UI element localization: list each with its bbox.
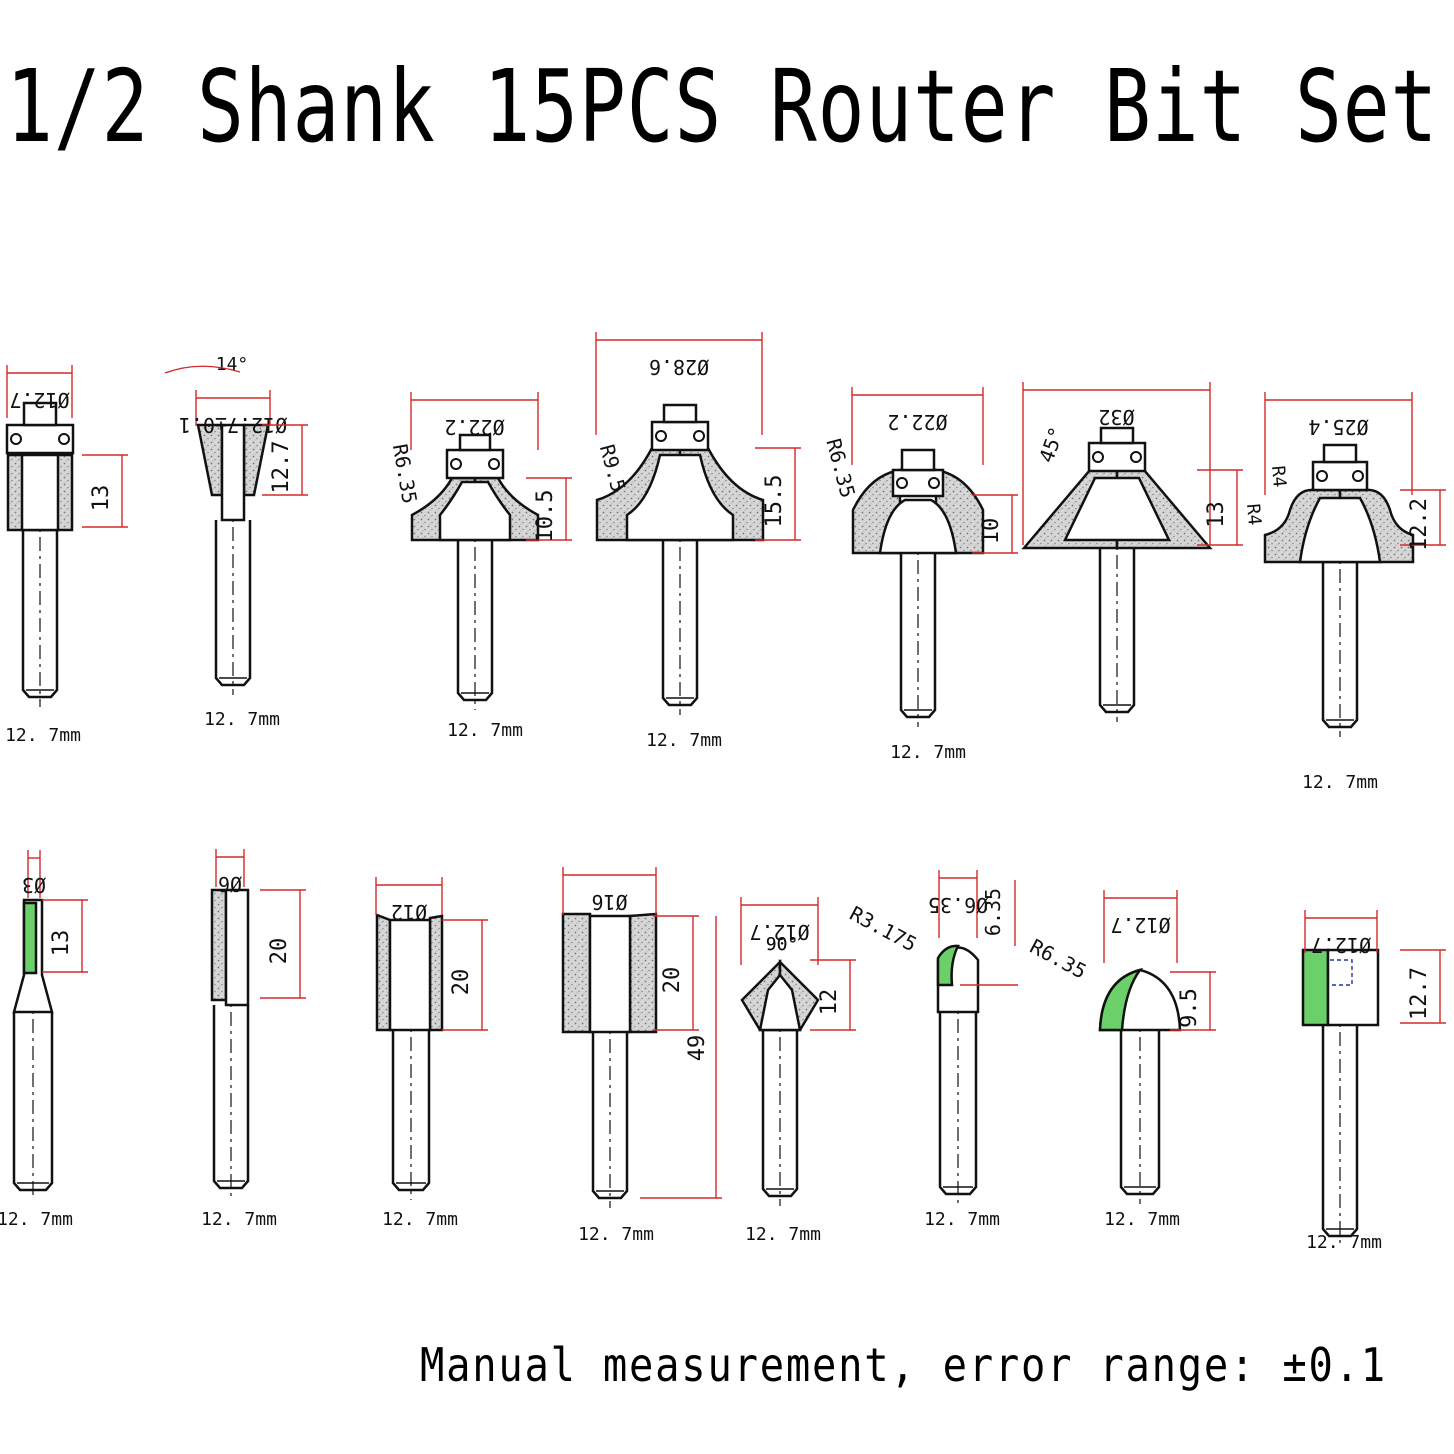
shank-label: 12. 7mm [201,1209,277,1230]
shank-label: 12. 7mm [382,1209,458,1230]
height-label: 20 [660,967,685,994]
height-label: 49 [685,1035,710,1062]
diameter-label: Ø22.2 [444,415,504,439]
bit-straight-12: Ø12 20 12. 7mm [375,877,488,1230]
bit-straight-16: Ø16 20 49 12. 7mm [561,867,722,1245]
shank-label: 12. 7mm [646,730,722,751]
bit-flush-trim: Ø12.7 13 12. 7mm [5,365,128,746]
height-label: 20 [449,969,474,996]
shank-label: 12. 7mm [745,1224,821,1245]
radius-label: R4 [1242,503,1265,526]
bit-straight-6: Ø6 20 12. 7mm [201,849,306,1230]
diameter-label: Ø12.7 [749,920,809,944]
diameter-label: Ø22.2 [887,410,947,434]
height-label: 6.35 [981,888,1005,936]
diameter-label: Ø12.7 [1110,913,1170,937]
bit-core-box-large: Ø12.7R6.35 9.5 12. 7mm [1026,890,1216,1230]
height-label: 13 [1204,501,1229,528]
radius-label: R3.175 [846,901,921,956]
radius-label: R6.35 [821,436,860,500]
diameter-label: Ø28.6 [649,355,709,379]
height-label: 10 [979,518,1004,545]
angle-label: 90° [766,934,799,955]
page-title: 1/2 Shank 15PCS Router Bit Set [6,48,1439,165]
bit-round-over-small: Ø22.2R6.35 10.5 12. 7mm [388,392,572,741]
shank-label: 12. 7mm [1302,772,1378,793]
shank-label: 12. 7mm [5,725,81,746]
diameter-label: Ø12.7 [1311,933,1371,957]
diameter-label: Ø25.4 [1308,415,1368,439]
bit-core-box-small: Ø6.35 R3.175 6.35 12. 7mm [846,870,1018,1230]
bit-cove: Ø22.2R6.35 10 12. 7mm [821,387,1018,763]
height-label: 12.7 [269,441,294,494]
measurement-note: Manual measurement, error range: ±0.1 [420,1338,1387,1392]
angle-label: 90° [766,934,799,955]
height-label: 13 [89,485,114,512]
height-label: 12.7 [1407,967,1432,1020]
bit-dovetail: Ø12.7±0.114°12.712. 7mm [164,354,308,730]
shank-label: 12. 7mm [1104,1209,1180,1230]
height-label: 10.5 [533,490,558,543]
shank-label: 12. 7mm [1306,1232,1382,1253]
diameter-label: Ø6 [218,872,242,896]
bit-t-slot: Ø12.7 12.7 12. 7mm [1301,910,1446,1253]
shank-label: 12. 7mm [924,1209,1000,1230]
bit-straight-3: Ø3 13 12. 7mm [0,850,88,1230]
diameter-label: Ø6.35 [928,893,988,917]
height-label: 20 [267,938,292,965]
shank-label: 12. 7mm [0,1209,73,1230]
radius-label: R9.5 [595,442,631,495]
shank-label: 12. 7mm [890,742,966,763]
shank-label: 12. 7mm [578,1224,654,1245]
height-label: 12 [817,989,842,1016]
radius-label: R6.35 [388,442,422,505]
diameter-label: Ø3 [22,873,46,897]
height-label: 13 [49,930,74,957]
radius-label: R4 [1267,465,1290,488]
height-label: 12.2 [1407,498,1432,551]
diameter-label: Ø32 [1098,405,1134,429]
shank-label: 12. 7mm [447,720,523,741]
diameter-label: Ø12.7 [9,388,69,412]
height-label: 9.5 [1177,988,1202,1028]
height-label: 15.5 [762,475,787,528]
radius-label: R6.35 [1026,934,1090,983]
diameter-label: Ø12 [391,900,427,924]
bit-round-over-large: Ø28.6R9.5 15.5 12. 7mm [595,332,801,751]
angle-label: 14° [216,354,249,375]
angle-label: 45° [1034,424,1069,466]
shank-label: 12. 7mm [204,709,280,730]
diameter-label: Ø16 [591,890,627,914]
